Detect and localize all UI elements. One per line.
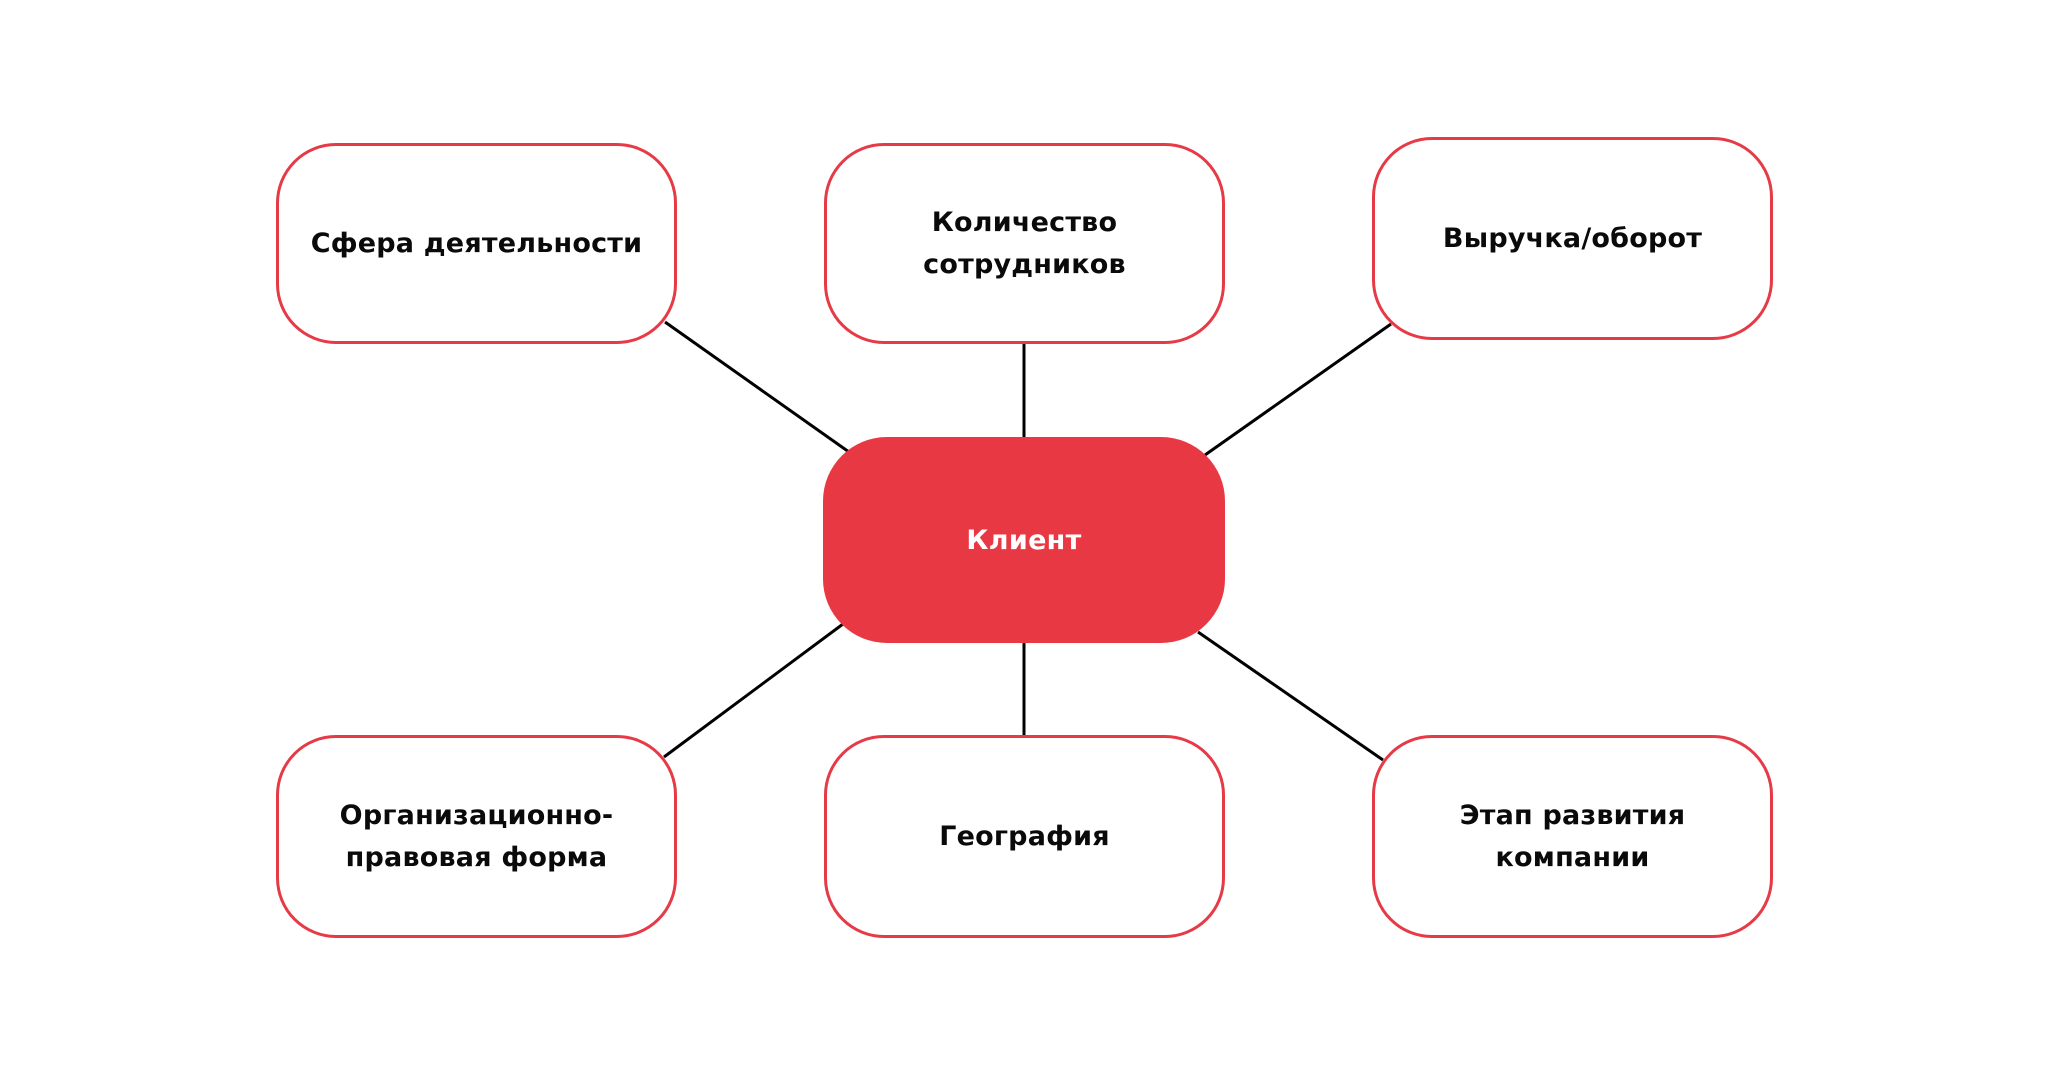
node-bottom-right: Этап развития компании	[1372, 735, 1773, 938]
node-label: Этап развития компании	[1459, 799, 1686, 873]
center-node: Клиент	[823, 437, 1225, 643]
node-top-left: Сфера деятельности	[276, 143, 677, 344]
node-label: Количество сотрудников	[923, 206, 1126, 280]
node-top-right: Выручка/оборот	[1372, 137, 1773, 340]
node-bottom-center: География	[824, 735, 1225, 938]
connector-top-left	[664, 320, 850, 454]
node-top-center: Количество сотрудников	[824, 143, 1225, 344]
connector-bottom-left	[663, 622, 844, 759]
node-label: Сфера деятельности	[310, 227, 643, 259]
center-label: Клиент	[966, 524, 1082, 556]
node-label: Организационно- правовая форма	[339, 799, 614, 873]
node-bottom-left: Организационно- правовая форма	[276, 735, 677, 938]
node-label: Выручка/оборот	[1442, 222, 1703, 254]
connector-bottom-right	[1197, 630, 1384, 762]
node-label: География	[939, 820, 1110, 852]
connector-top-right	[1204, 322, 1392, 457]
